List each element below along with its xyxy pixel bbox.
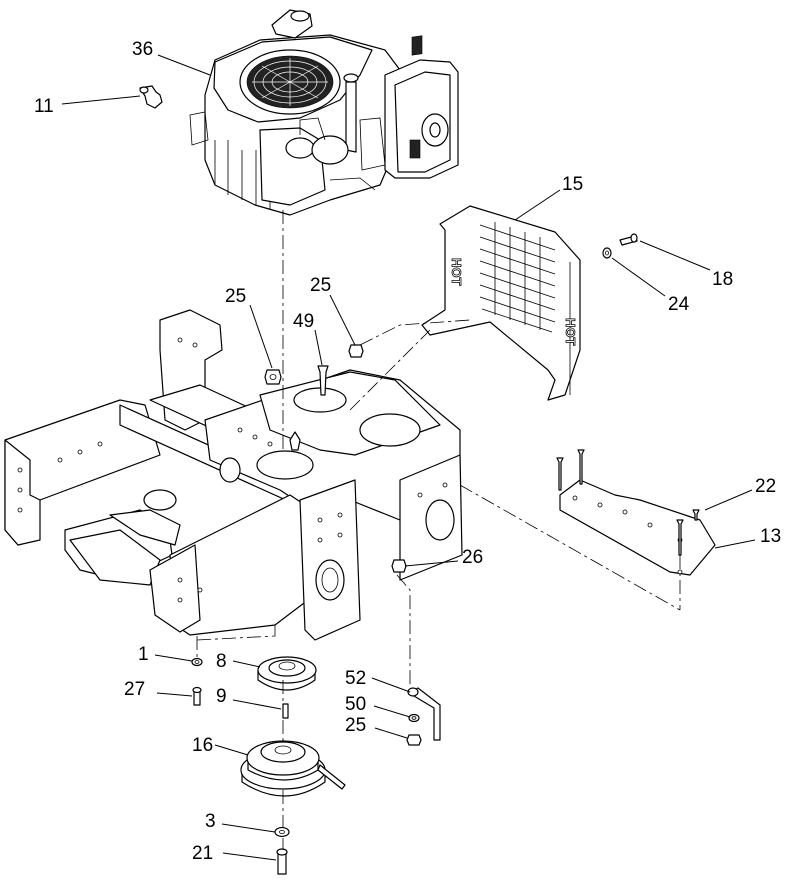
- shield-stamp-right: HOT: [563, 318, 578, 346]
- alignment-lines: [196, 210, 681, 850]
- callout-26: 26: [462, 547, 483, 568]
- callout-52: 52: [345, 668, 366, 689]
- callout-1: 1: [138, 644, 149, 665]
- washer-1: [191, 657, 203, 667]
- shield-washer: [602, 247, 612, 259]
- frame-nut-left: [264, 369, 282, 385]
- callout-15: 15: [562, 174, 583, 195]
- callout-21: 21: [192, 843, 213, 864]
- callout-16: 16: [192, 735, 213, 756]
- callout-27: 27: [124, 679, 145, 700]
- frame-nut-bottom: [391, 559, 407, 573]
- callout-36: 36: [132, 39, 153, 60]
- leader-lines: [61, 54, 756, 861]
- engine: [189, 9, 459, 216]
- callout-11: 11: [34, 96, 54, 117]
- washer-50: [408, 713, 420, 723]
- callout-18: 18: [712, 269, 733, 290]
- callout-8: 8: [216, 651, 227, 672]
- heat-shield: HOT HOT: [421, 205, 581, 401]
- bolt-21: [276, 848, 288, 875]
- callout-25-left: 25: [225, 286, 246, 307]
- under-plate-screws: [556, 449, 700, 556]
- under-plate: [559, 479, 716, 576]
- electric-clutch: [240, 740, 346, 797]
- shield-stamp-left: HOT: [449, 258, 464, 286]
- key: [282, 703, 289, 719]
- elbow-fitting: [139, 85, 163, 109]
- callout-3: 3: [205, 811, 216, 832]
- callout-24: 24: [668, 294, 690, 315]
- callout-25-lower: 25: [345, 715, 366, 736]
- callout-50: 50: [345, 694, 366, 715]
- main-frame: [4, 309, 463, 641]
- callout-9: 9: [216, 686, 227, 707]
- linkage-rod: [407, 687, 441, 741]
- callout-49: 49: [293, 311, 314, 332]
- callout-25-right: 25: [310, 275, 331, 296]
- frame-nut-right: [348, 344, 364, 358]
- shield-bolt: [619, 233, 638, 246]
- callout-labels: 36 11 15 18 24 25 25 49 22 13 26 1 8 27 …: [34, 39, 781, 864]
- washer-3: [274, 826, 290, 838]
- pulley: [257, 656, 317, 691]
- frame-bolt: [317, 365, 329, 396]
- callout-13: 13: [760, 526, 781, 547]
- bolt-27: [192, 686, 202, 706]
- nut-lower: [406, 734, 422, 746]
- callout-22: 22: [755, 476, 776, 497]
